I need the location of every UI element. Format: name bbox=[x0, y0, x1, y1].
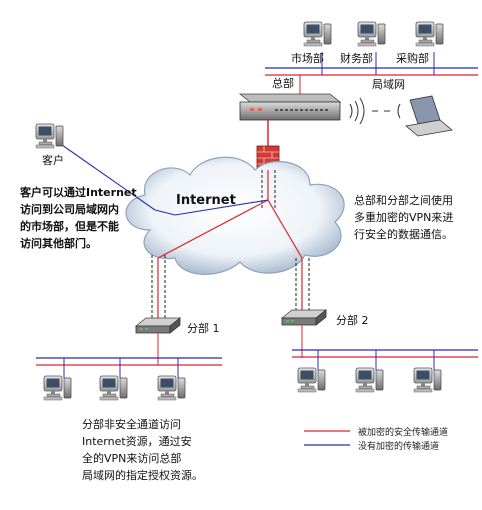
branch1-pc-1-icon bbox=[43, 375, 72, 401]
branch1-router-icon bbox=[135, 317, 181, 334]
unencrypted-paths bbox=[61, 144, 269, 216]
encrypted-paths bbox=[157, 170, 303, 322]
internet-cloud bbox=[125, 156, 345, 275]
branch2-pc-3-icon bbox=[413, 367, 442, 393]
purchase-pc-icon bbox=[415, 21, 444, 47]
client-label: 客户 bbox=[42, 154, 64, 167]
hq-label: 总部 bbox=[272, 77, 294, 90]
branch2-router-icon bbox=[281, 309, 327, 326]
internet-label: Internet bbox=[176, 193, 236, 208]
branch2-lan bbox=[292, 349, 478, 370]
hq-note: 总部和分部之间使用 多重加密的VPN来进 行安全的数据通信。 bbox=[354, 194, 454, 241]
hq-vpn-gateway-icon bbox=[238, 93, 342, 121]
finance-label: 财务部 bbox=[340, 52, 373, 65]
hq-lan bbox=[265, 52, 478, 95]
branch1-pc-2-icon bbox=[99, 375, 128, 401]
branch1-pc-3-icon bbox=[157, 375, 186, 401]
market-label: 市场部 bbox=[291, 52, 324, 65]
lan-label: 局域网 bbox=[372, 78, 405, 91]
purchase-label: 采购部 bbox=[396, 52, 429, 65]
legend-unencrypted-label: 没有加密的传输通道 bbox=[358, 442, 440, 452]
branch2-pc-1-icon bbox=[297, 367, 326, 393]
wireless-link bbox=[349, 97, 401, 125]
client-note: 客户可以通过Internet 访问到公司局域网内 的市场部，但是不能 访问其他部… bbox=[20, 186, 137, 250]
laptop-icon bbox=[405, 95, 453, 137]
client-pc-icon bbox=[35, 123, 64, 149]
branch1-lan bbox=[36, 357, 222, 378]
market-pc-icon bbox=[303, 21, 332, 47]
branch2-pc-2-icon bbox=[355, 367, 384, 393]
branch1-label: 分部 1 bbox=[187, 322, 220, 335]
finance-pc-icon bbox=[357, 21, 386, 47]
branch-note: 分部非安全通道访问 Internet资源，通过安 全的VPN来访问总部 局域网的… bbox=[82, 418, 203, 482]
branch2-label: 分部 2 bbox=[336, 314, 369, 327]
legend-encrypted-label: 被加密的安全传输通道 bbox=[358, 428, 449, 438]
vpn-tunnels bbox=[151, 170, 310, 320]
